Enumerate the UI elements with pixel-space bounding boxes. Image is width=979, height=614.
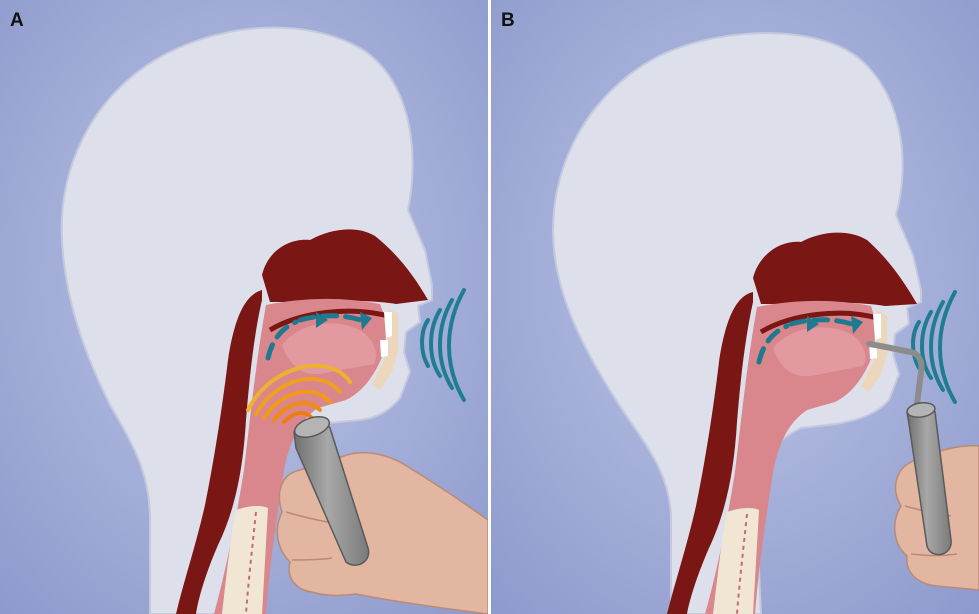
panel-b-illustration (491, 0, 979, 614)
panel-b: B (491, 0, 979, 614)
panel-a: A (0, 0, 488, 614)
panel-label-a: A (10, 10, 24, 32)
panel-label-b: B (501, 10, 515, 32)
panel-a-illustration (0, 0, 488, 614)
lower-teeth (380, 340, 388, 357)
